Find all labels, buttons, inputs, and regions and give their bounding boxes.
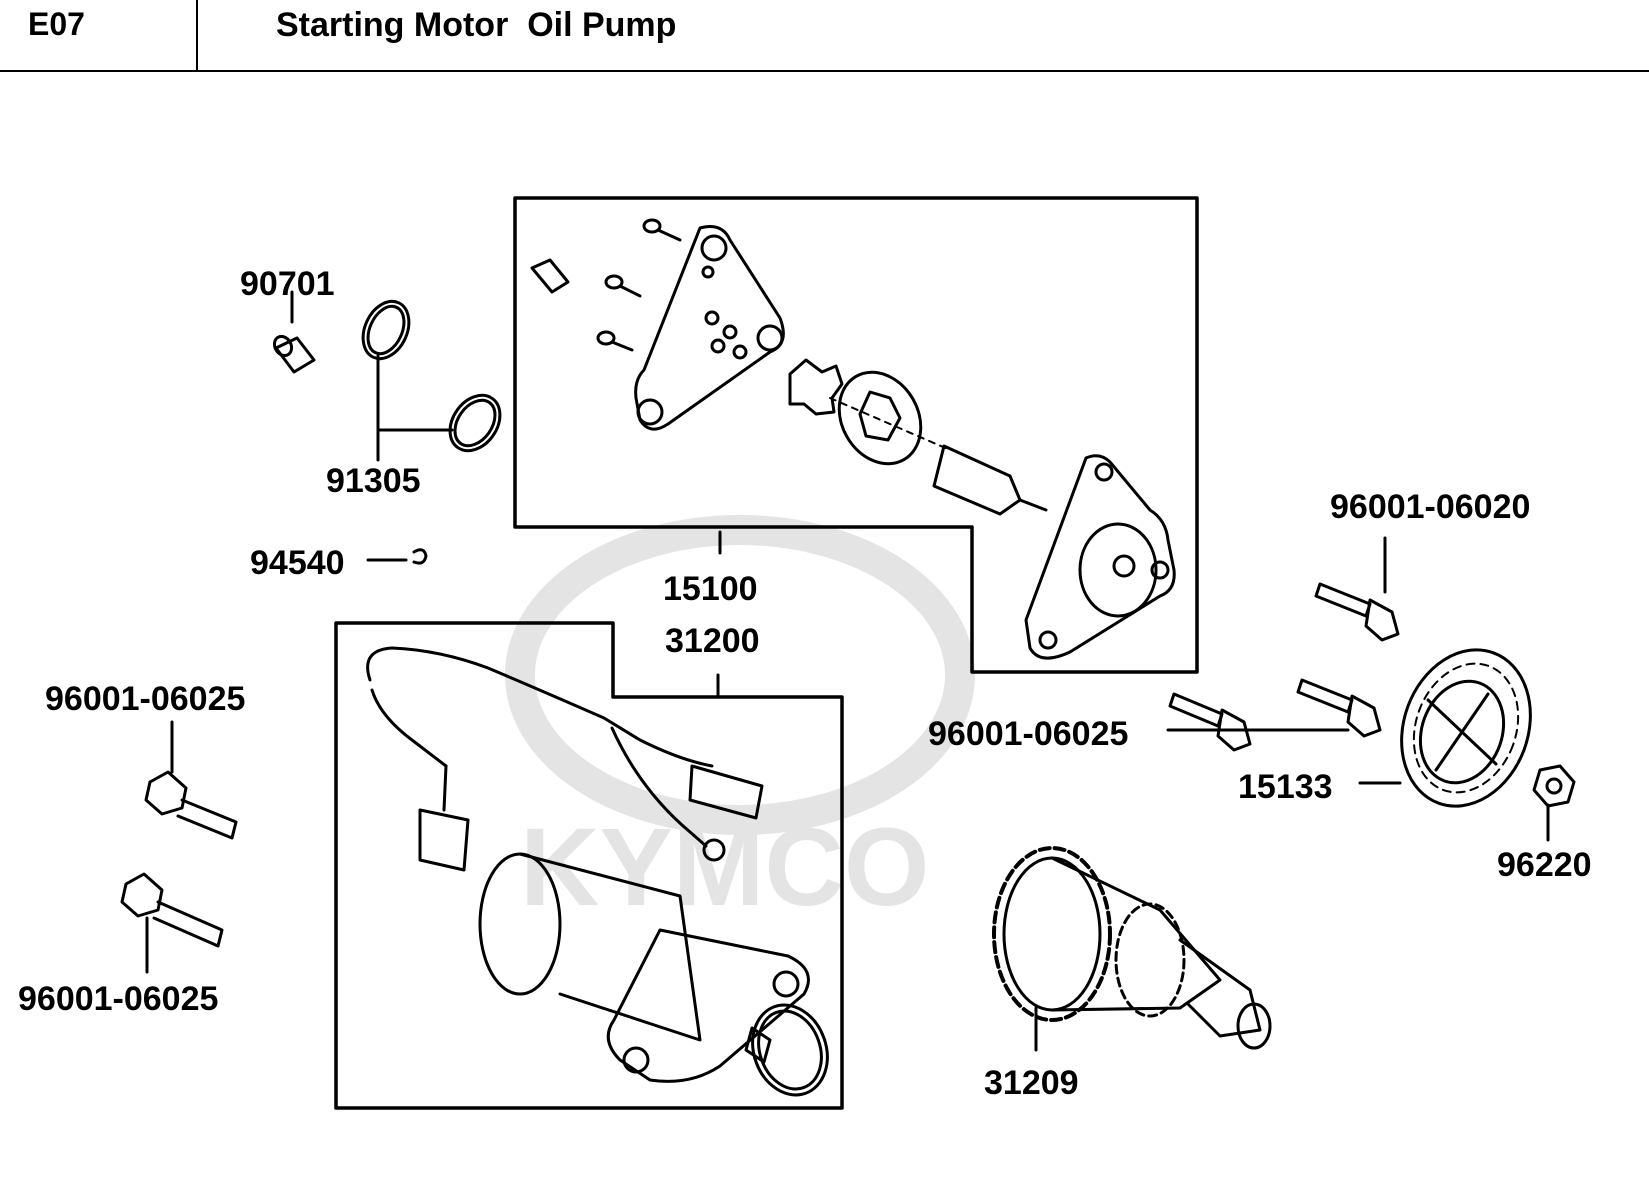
o-rings-91305 bbox=[361, 299, 502, 453]
label-96001-06025-left-bottom: 96001-06025 bbox=[18, 980, 218, 1018]
bolt-96001-06025-center-right bbox=[1296, 678, 1382, 738]
label-96001-06020: 96001-06020 bbox=[1330, 488, 1530, 526]
starting-motor-parts bbox=[366, 646, 829, 1097]
coupler bbox=[418, 808, 470, 872]
label-96001-06025-center: 96001-06025 bbox=[928, 715, 1128, 753]
label-91305: 91305 bbox=[326, 462, 421, 500]
label-31209: 31209 bbox=[984, 1064, 1079, 1102]
label-31200: 31200 bbox=[665, 622, 760, 660]
label-15133: 15133 bbox=[1238, 768, 1333, 806]
page-header: E07 Starting Motor Oil Pump bbox=[0, 0, 1649, 72]
diagram-title: Starting Motor Oil Pump bbox=[276, 6, 677, 44]
label-94540: 94540 bbox=[250, 544, 345, 582]
oil-pump-group-box bbox=[513, 196, 1199, 674]
motor-connector bbox=[688, 764, 764, 820]
starting-motor-group-box bbox=[334, 621, 844, 1110]
label-90701: 90701 bbox=[240, 265, 335, 303]
pump-screws bbox=[596, 218, 682, 352]
motor-flange bbox=[606, 928, 810, 1083]
clip-94540 bbox=[412, 548, 428, 565]
bolt-96001-06020 bbox=[1314, 582, 1400, 642]
motor-cable bbox=[366, 646, 714, 768]
header-rule bbox=[0, 70, 1649, 72]
nut-96220 bbox=[1532, 764, 1576, 808]
watermark-text: KYMCO bbox=[520, 806, 929, 929]
starter-clutch-31209 bbox=[992, 846, 1272, 1050]
oil-pump-parts bbox=[530, 218, 1176, 660]
bolt-96001-06025-center-left bbox=[1168, 692, 1252, 752]
collar-90701 bbox=[272, 334, 316, 374]
label-96001-06025-left-top: 96001-06025 bbox=[45, 680, 245, 718]
pump-body bbox=[1024, 454, 1176, 660]
kymco-watermark: KYMCO bbox=[505, 515, 975, 929]
diagram-code: E07 bbox=[28, 6, 85, 42]
label-15100: 15100 bbox=[663, 570, 758, 608]
sprocket-15133 bbox=[1400, 648, 1532, 808]
bolt-96001-06025-left-bottom bbox=[120, 872, 224, 948]
part-labels: 90701 91305 94540 15100 31200 96001-0602… bbox=[18, 265, 1592, 1102]
leader-lines bbox=[145, 290, 1550, 1052]
header-divider bbox=[196, 0, 198, 72]
label-96220: 96220 bbox=[1497, 846, 1592, 884]
bolt-96001-06025-left-top bbox=[144, 770, 238, 840]
pump-cover-plate bbox=[634, 225, 785, 431]
